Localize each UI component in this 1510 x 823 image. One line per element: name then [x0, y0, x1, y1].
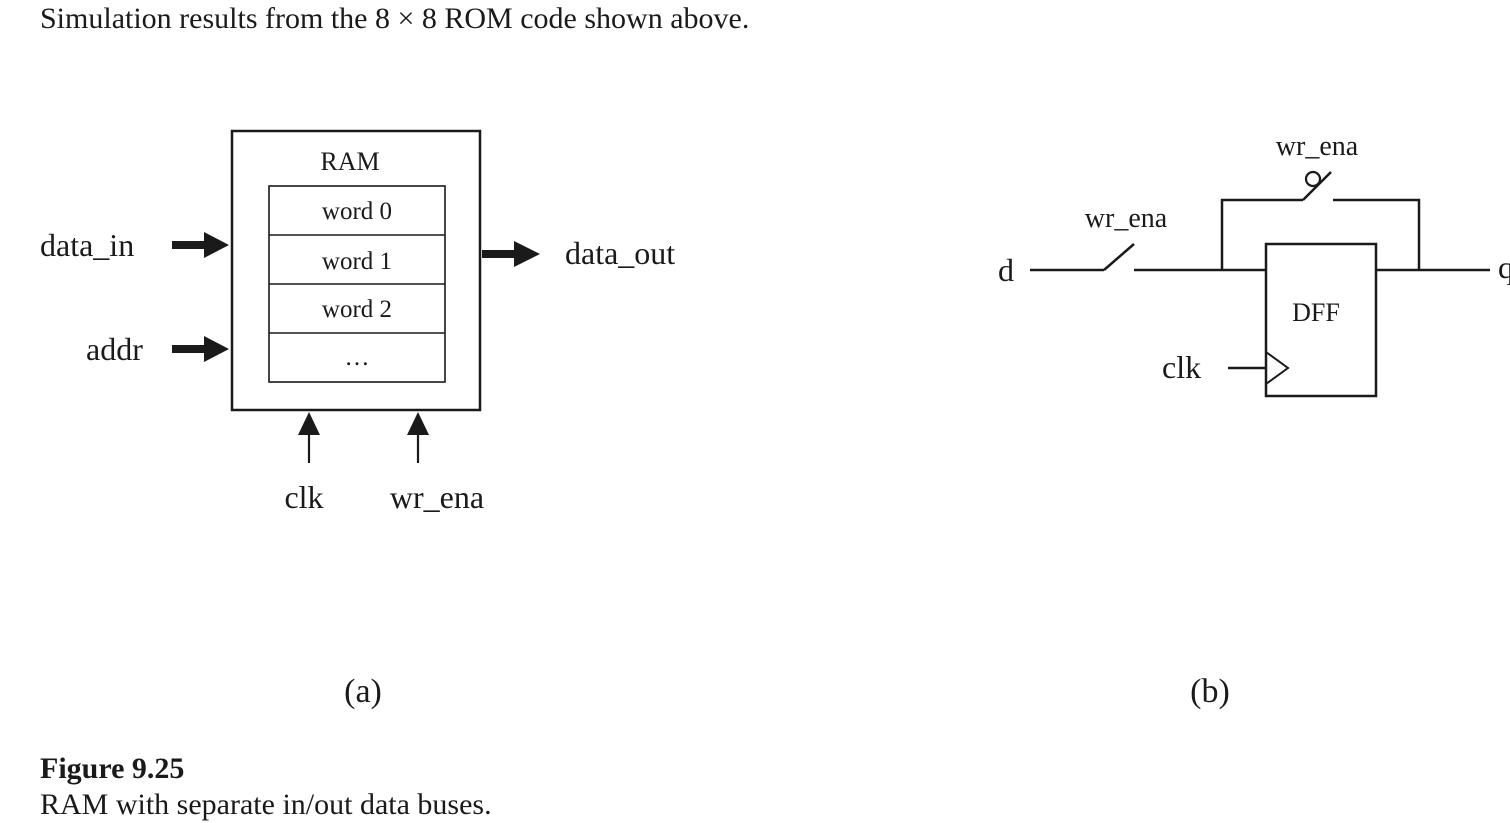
wr-ena-arrow: [407, 412, 429, 463]
feedback-right-wire: [1333, 198, 1421, 270]
feedback-switch-bubble: [1304, 170, 1322, 188]
panel-a-label: (a): [344, 673, 382, 710]
dff-box: [1264, 242, 1378, 398]
q-output-label: q: [1498, 249, 1510, 285]
figure-number: Figure 9.25: [40, 752, 185, 785]
intro-text: Simulation results from the 8 × 8 ROM co…: [40, 2, 750, 35]
ram-block-label: RAM: [320, 147, 379, 176]
dff-clk-label: clk: [1162, 349, 1201, 385]
wr-ena-label: wr_ena: [390, 479, 484, 515]
dff-block-label: DFF: [1292, 298, 1340, 327]
data-in-label: data_in: [40, 227, 134, 263]
ram-word-ellipsis: …: [345, 344, 370, 371]
data-out-label: data_out: [565, 235, 675, 271]
addr-label: addr: [86, 331, 143, 367]
figure-caption-text: RAM with separate in/out data buses.: [40, 788, 492, 821]
wr-ena-switch-blade: [1103, 243, 1135, 271]
wr-ena-switch-label: wr_ena: [1085, 203, 1168, 234]
ram-diagram: [230, 129, 482, 412]
ram-outer-box: [230, 129, 482, 412]
feedback-wr-ena-label: wr_ena: [1276, 131, 1359, 162]
clock-triangle-icon: [1265, 351, 1290, 385]
addr-arrow: [172, 336, 229, 362]
ram-control-arrows: [298, 412, 429, 463]
ram-word-0: word 0: [322, 198, 392, 225]
dff-diagram: [1030, 170, 1490, 398]
feedback-left-wire: [1220, 198, 1303, 270]
panel-b-label: (b): [1190, 673, 1230, 710]
d-input-label: d: [998, 252, 1014, 288]
ram-word-2: word 2: [322, 296, 392, 323]
clk-label: clk: [284, 479, 323, 515]
data-out-arrow: [482, 241, 540, 267]
ram-io-arrows: [172, 232, 540, 362]
clk-arrow: [298, 412, 320, 463]
data-in-arrow: [172, 232, 229, 258]
ram-word-1: word 1: [322, 248, 392, 275]
figure-caption: Figure 9.25 RAM with separate in/out dat…: [40, 751, 492, 823]
